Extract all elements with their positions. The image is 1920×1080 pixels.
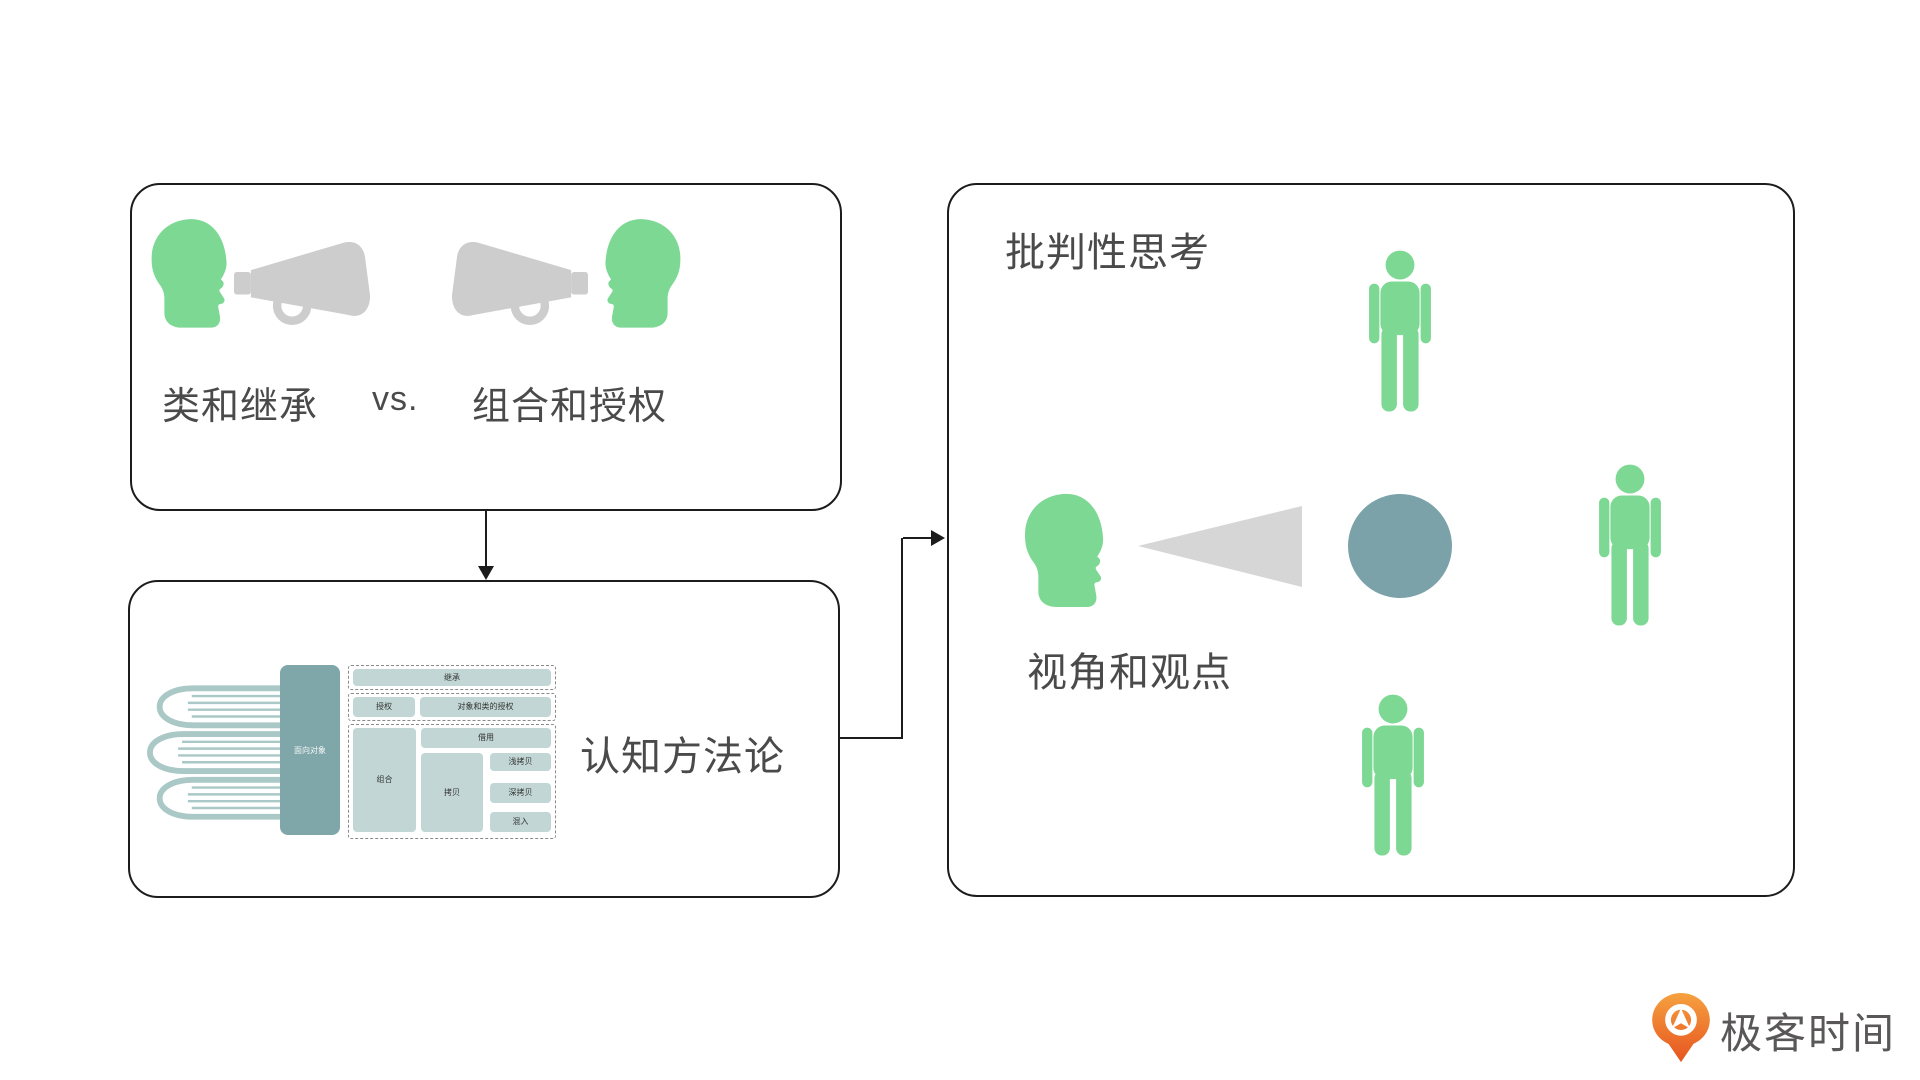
mini-node-borrow: 借用 [421, 728, 551, 748]
megaphone-right-icon [234, 241, 371, 325]
person-bottom-icon [1362, 694, 1424, 856]
head-profile-right-icon [605, 219, 681, 328]
perspective-subtitle: 视角和观点 [1027, 651, 1232, 695]
person-top-icon [1369, 250, 1431, 412]
mini-node-deep-copy: 深拷贝 [490, 783, 551, 803]
methodology-title: 认知方法论 [580, 735, 785, 779]
mini-node-inherit: 继承 [353, 669, 551, 686]
connector-h1-line [840, 737, 903, 739]
connector-v-line [901, 538, 903, 739]
critical-thinking-panel: 批判性思考 [947, 183, 1795, 897]
mini-node-mixin: 混入 [490, 812, 551, 832]
mini-group-inherit [348, 665, 556, 690]
connector-down-arrowhead [478, 566, 494, 580]
mini-node-compose: 组合 [353, 728, 416, 832]
comparison-left-label: 类和继承 [162, 386, 319, 428]
head-profile-left-icon [151, 219, 227, 328]
mini-group-delegate [348, 693, 556, 721]
viewer-head-icon [1025, 493, 1104, 607]
object-circle [1348, 494, 1452, 598]
critical-thinking-title: 批判性思考 [1005, 231, 1210, 275]
mini-node-object-class-delegate: 对象和类的授权 [420, 697, 551, 717]
comparison-panel: 类和继承 vs. 组合和授权 [130, 183, 842, 511]
person-right-icon [1599, 464, 1661, 626]
connector-right-arrowhead [931, 530, 945, 546]
mini-node-delegate: 授权 [353, 697, 415, 717]
comparison-right-label: 组合和授权 [472, 386, 668, 428]
geektime-logo-text: 极客时间 [1720, 1010, 1897, 1057]
vision-cone-icon [1138, 506, 1302, 587]
mini-group-compose [348, 724, 556, 839]
mini-root-node: 面向对象 [280, 665, 340, 835]
connector-down-line [485, 511, 487, 567]
geektime-logo-icon [1652, 993, 1710, 1063]
megaphone-left-icon [451, 241, 588, 325]
mini-node-shallow-copy: 浅拷贝 [490, 753, 551, 771]
books-icon [147, 685, 292, 820]
connector-h2-line [903, 537, 933, 539]
mini-node-copy: 拷贝 [421, 753, 483, 832]
comparison-versus-label: vs. [372, 380, 419, 418]
methodology-panel: 面向对象 继承 授权 对象和类的授权 组合 借用 拷贝 浅拷贝 深拷贝 混入 认… [128, 580, 840, 898]
